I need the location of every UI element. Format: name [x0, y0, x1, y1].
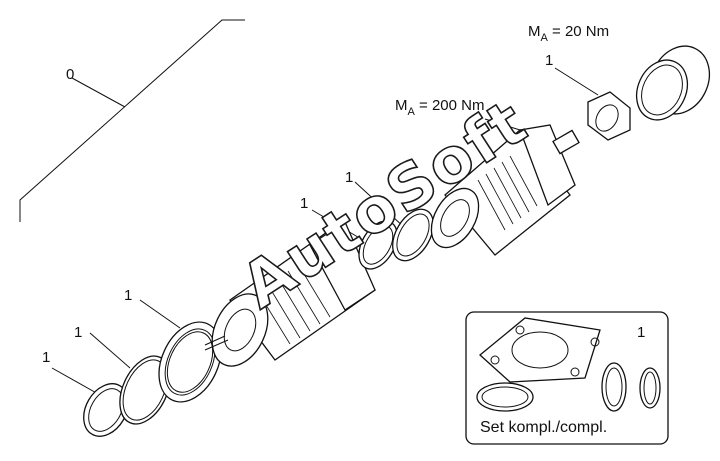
label-part-1e: 1 [345, 169, 353, 186]
seal-kit-inset [465, 311, 669, 445]
torque-label-large: MA = 200 Nm [395, 97, 484, 118]
o-ring-1 [83, 383, 129, 437]
label-part-1d: 1 [300, 195, 308, 212]
leader-lines [51, 67, 599, 396]
label-part-1f: 1 [545, 52, 553, 69]
label-part-1b: 1 [74, 324, 82, 341]
label-part-1a: 1 [42, 349, 50, 366]
label-assembly: 0 [66, 66, 74, 83]
valve-cartridge [204, 221, 376, 367]
o-ring-4 [358, 220, 398, 270]
threaded-housing [430, 124, 580, 256]
inset-caption: Set kompl./compl. [480, 419, 607, 436]
hex-nut [587, 91, 631, 141]
protective-cap [635, 45, 711, 121]
o-ring-5 [392, 208, 434, 262]
torque-label-small: MA = 20 Nm [528, 23, 609, 44]
label-part-1c: 1 [124, 287, 132, 304]
o-ring-3 [158, 321, 222, 403]
inset-part-label: 1 [637, 324, 645, 341]
o-ring-2 [119, 355, 171, 425]
assembly-bracket [19, 19, 245, 222]
